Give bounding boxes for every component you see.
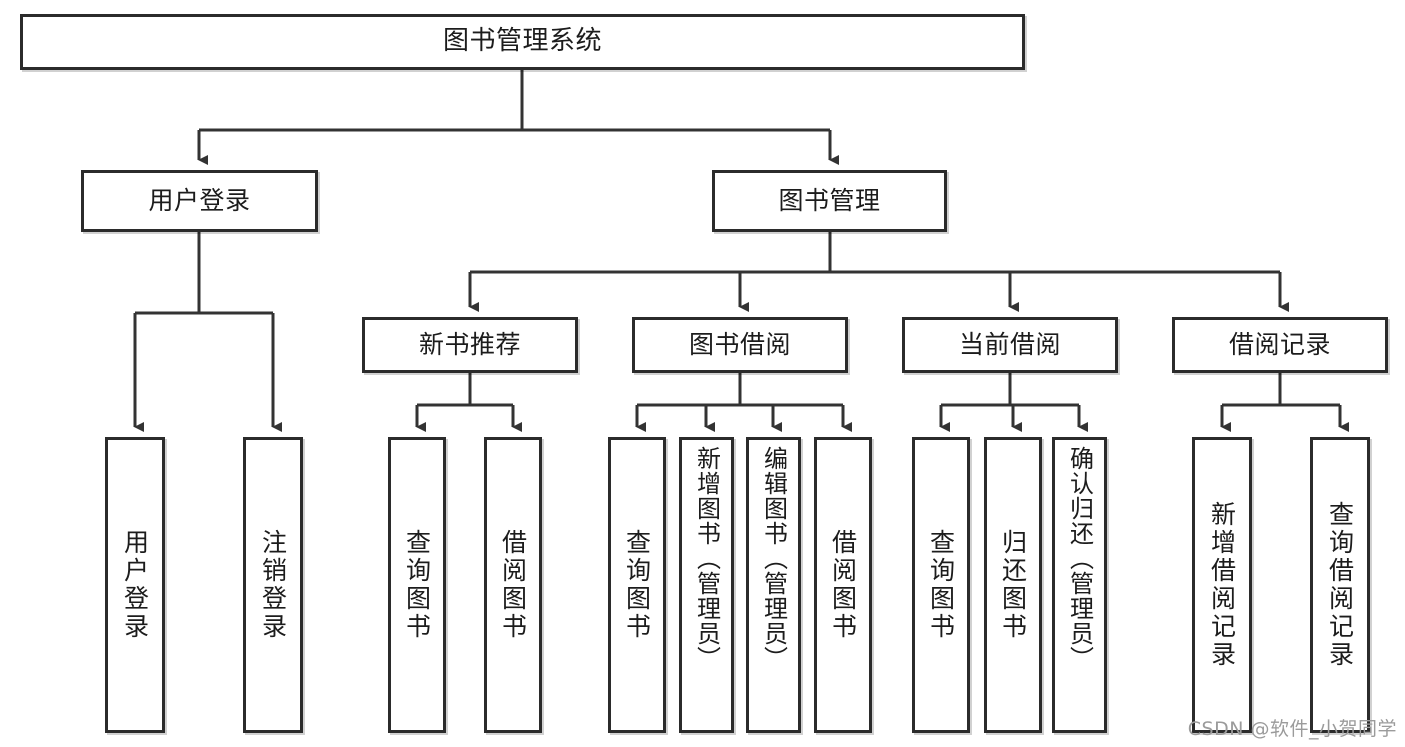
node-new-book-recommend[interactable]: 新书推荐: [362, 317, 578, 373]
node-leaf-borrow-books-rec[interactable]: 借阅图书: [484, 437, 542, 733]
node-new-book-recommend-label: 新书推荐: [418, 330, 521, 359]
node-borrow-record[interactable]: 借阅记录: [1172, 317, 1388, 373]
node-borrow-record-label: 借阅记录: [1228, 330, 1331, 359]
node-leaf-confirm-return-admin[interactable]: 确认归还（管理员）: [1052, 437, 1107, 733]
node-leaf-return-books-label: 归还图书: [998, 529, 1028, 641]
node-user-login-label: 用户登录: [148, 186, 251, 215]
node-leaf-confirm-return-admin-label: 确认归还（管理员）: [1065, 446, 1094, 671]
node-leaf-borrow-books-rec-label: 借阅图书: [498, 529, 528, 641]
node-current-borrow-label: 当前借阅: [958, 330, 1061, 359]
node-leaf-query-books-borrow-label: 查询图书: [622, 529, 652, 641]
node-book-borrow-label: 图书借阅: [688, 330, 791, 359]
node-user-login[interactable]: 用户登录: [81, 170, 318, 232]
node-leaf-query-borrow-record[interactable]: 查询借阅记录: [1310, 437, 1370, 733]
node-leaf-borrow-books[interactable]: 借阅图书: [814, 437, 872, 733]
node-leaf-query-borrow-record-label: 查询借阅记录: [1325, 501, 1355, 669]
node-leaf-user-logout-label: 注销登录: [258, 529, 288, 641]
node-root[interactable]: 图书管理系统: [20, 14, 1025, 70]
node-leaf-return-books[interactable]: 归还图书: [984, 437, 1042, 733]
node-leaf-query-books-current[interactable]: 查询图书: [912, 437, 970, 733]
node-leaf-add-book-admin-label: 新增图书（管理员）: [692, 446, 721, 671]
node-leaf-query-books-rec[interactable]: 查询图书: [388, 437, 446, 733]
node-leaf-user-login[interactable]: 用户登录: [105, 437, 165, 733]
node-leaf-user-login-label: 用户登录: [120, 529, 150, 641]
node-book-borrow[interactable]: 图书借阅: [632, 317, 848, 373]
node-leaf-edit-book-admin[interactable]: 编辑图书（管理员）: [746, 437, 801, 733]
node-book-management[interactable]: 图书管理: [712, 170, 947, 232]
node-leaf-edit-book-admin-label: 编辑图书（管理员）: [759, 446, 788, 671]
node-leaf-query-books-borrow[interactable]: 查询图书: [608, 437, 666, 733]
node-leaf-add-borrow-record-label: 新增借阅记录: [1207, 501, 1237, 669]
node-leaf-add-book-admin[interactable]: 新增图书（管理员）: [679, 437, 734, 733]
node-leaf-query-books-rec-label: 查询图书: [402, 529, 432, 641]
node-root-label: 图书管理系统: [442, 26, 602, 57]
node-leaf-query-books-current-label: 查询图书: [926, 529, 956, 641]
node-leaf-user-logout[interactable]: 注销登录: [243, 437, 303, 733]
node-current-borrow[interactable]: 当前借阅: [902, 317, 1118, 373]
node-leaf-borrow-books-label: 借阅图书: [828, 529, 858, 641]
node-book-management-label: 图书管理: [778, 186, 881, 215]
node-leaf-add-borrow-record[interactable]: 新增借阅记录: [1192, 437, 1252, 733]
